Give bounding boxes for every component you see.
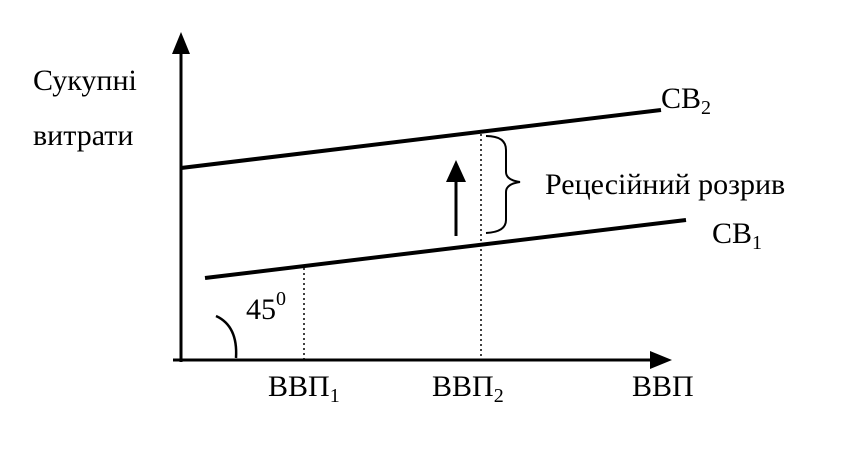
- y-axis-label-line2: витрати: [33, 119, 133, 152]
- angle-arc: [215, 314, 238, 359]
- angle-label: 450: [246, 288, 286, 326]
- y-axis-arrowhead: [172, 32, 190, 54]
- gdp2-label: ВВП2: [432, 370, 504, 407]
- curve-lower-line: [204, 218, 687, 280]
- shift-arrow-head: [446, 160, 466, 182]
- curve-upper-label: СВ2: [661, 82, 711, 119]
- curve-lower-label: СВ1: [712, 217, 762, 254]
- gdp1-label: ВВП1: [268, 370, 340, 407]
- x-axis-label: ВВП: [632, 370, 694, 403]
- gap-label: Рецесійний розрив: [545, 168, 785, 201]
- y-axis-label-line1: Сукупні: [33, 64, 137, 97]
- gap-brace: [485, 135, 521, 234]
- curve-upper-line: [180, 108, 662, 170]
- x-axis-arrowhead: [650, 351, 672, 369]
